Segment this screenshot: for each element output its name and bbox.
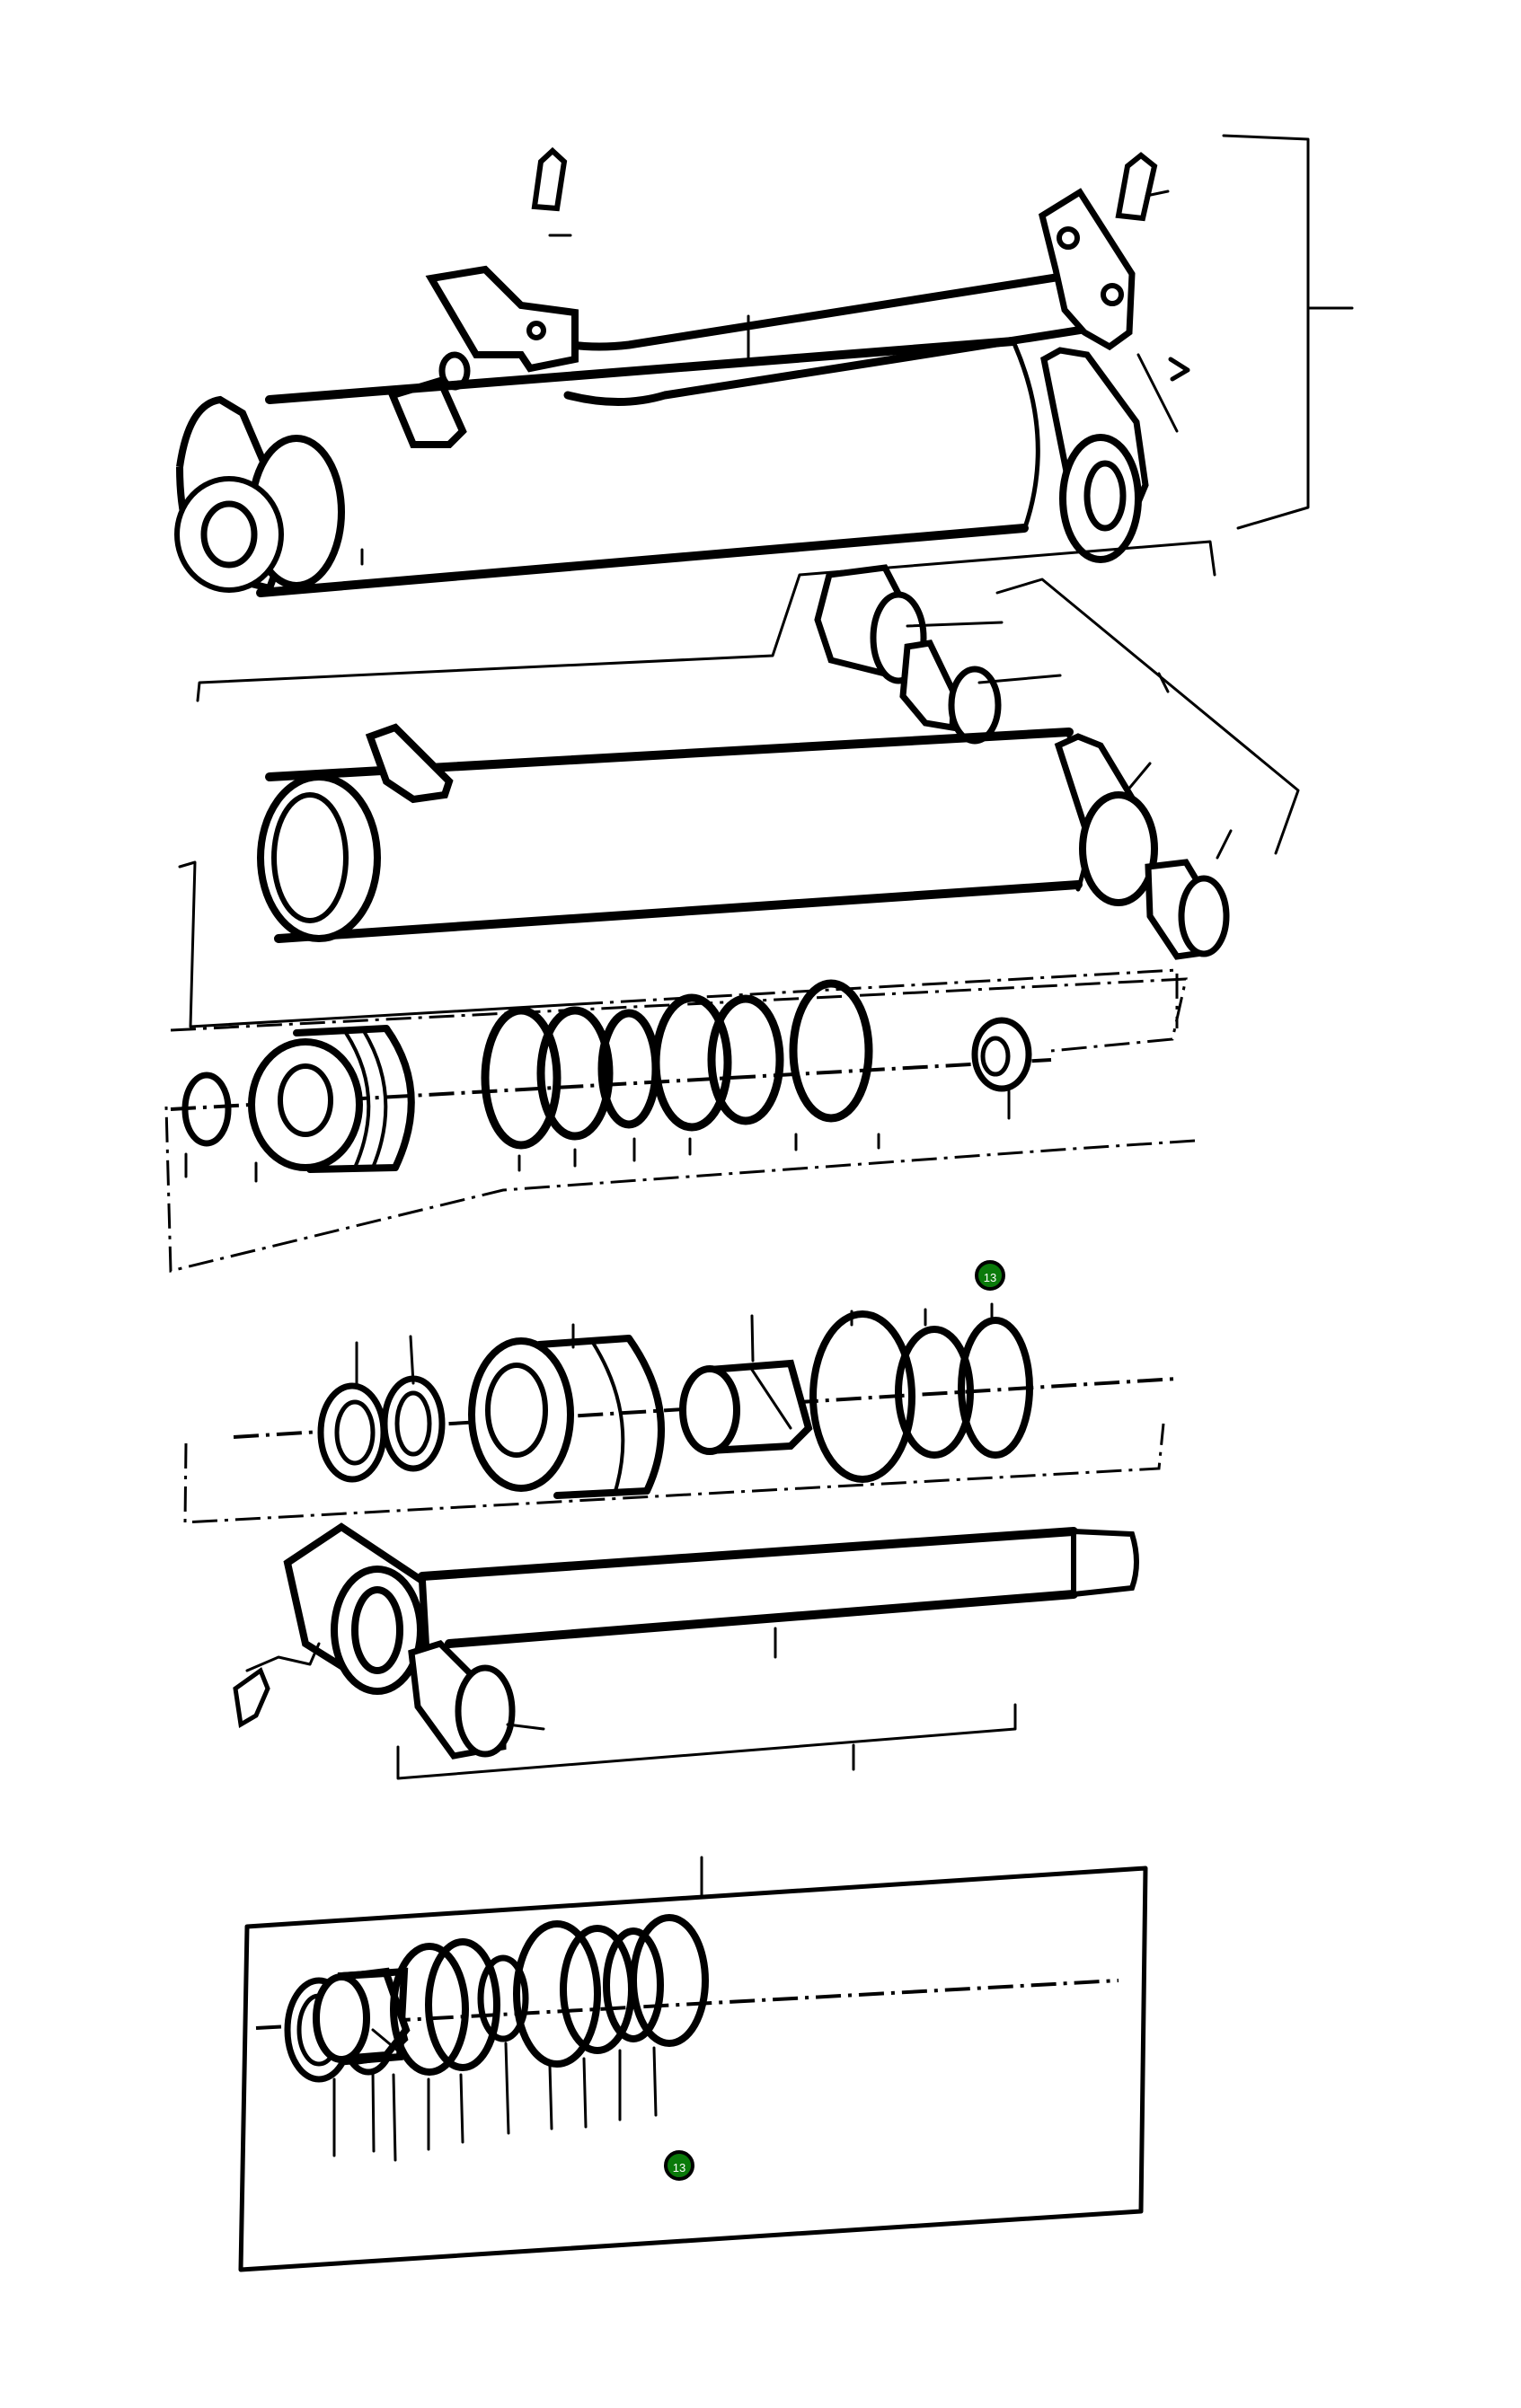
cylinder-assembly-with-pipe xyxy=(174,134,1354,702)
callout-13-gland[interactable]: 13 xyxy=(975,1260,1005,1291)
cylinder-barrel xyxy=(178,564,1300,1028)
seal-kit xyxy=(238,1856,1148,2272)
callout-label: 13 xyxy=(983,1270,997,1284)
callout-label: 13 xyxy=(672,2160,686,2174)
piston-group xyxy=(164,977,1196,1273)
gland-group xyxy=(183,1302,1178,1524)
piston-rod xyxy=(233,1522,1139,1780)
callout-13-seal-kit[interactable]: 13 xyxy=(664,2150,694,2181)
